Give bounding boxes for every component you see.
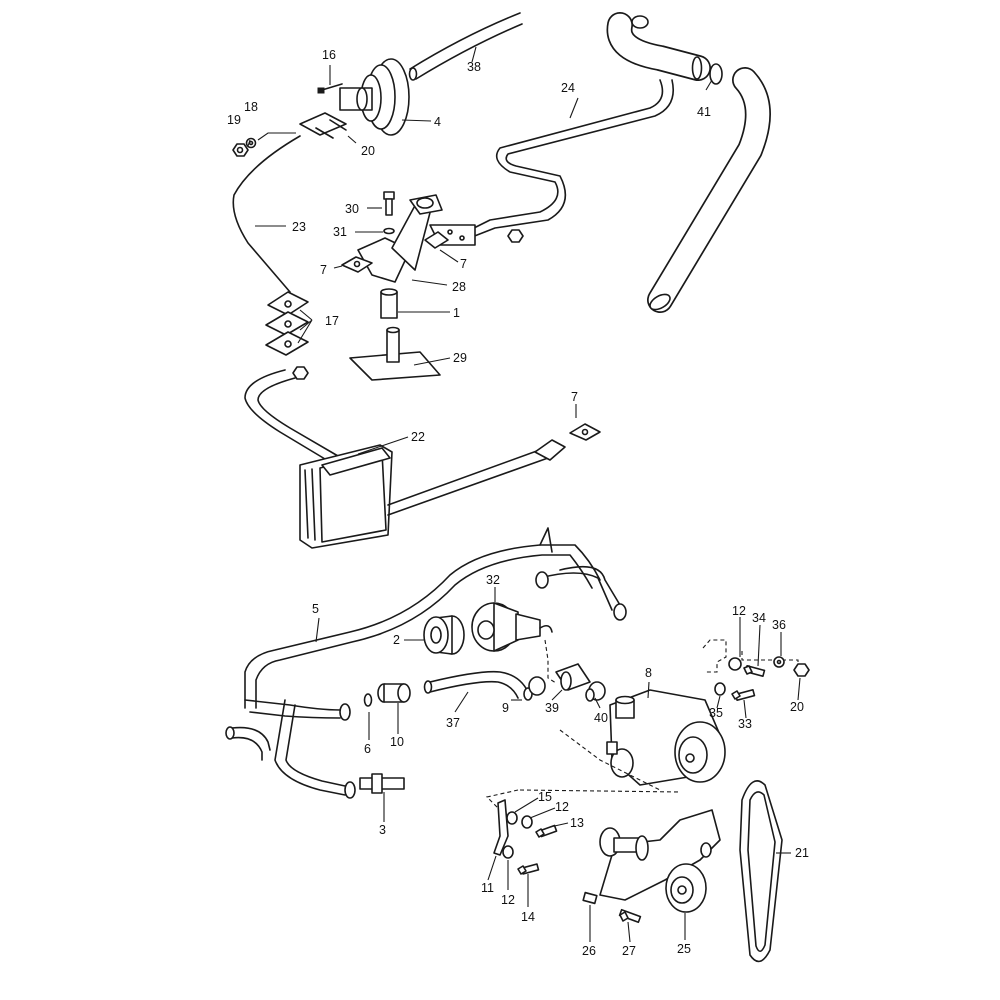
callout-25: 25 [677,942,691,956]
callout-1: 1 [453,306,460,320]
callout-38: 38 [467,60,481,74]
lockwasher-12c [502,845,514,859]
fitting-10 [377,683,411,703]
callout-20-top: 20 [361,144,375,158]
callout-35: 35 [709,706,723,720]
pipe-24 [469,79,674,238]
bolt-14 [517,863,540,875]
callout-33: 33 [738,717,752,731]
bracket-28 [341,194,524,283]
callout-24: 24 [561,81,575,95]
callout-7-left: 7 [320,263,327,277]
callout-6: 6 [364,742,371,756]
callout-21: 21 [795,846,809,860]
callout-22: 22 [411,430,425,444]
callout-10: 10 [390,735,404,749]
callout-7-mid: 7 [460,257,467,271]
v-belt-21 [739,780,783,963]
callout-4: 4 [434,115,441,129]
callout-30: 30 [345,202,359,216]
brake-booster-16 [299,58,410,139]
callout-12-right: 12 [732,604,746,618]
callout-32: 32 [486,573,500,587]
washer-15 [506,811,518,825]
callout-7-right: 7 [571,390,578,404]
nut-19 [232,143,249,157]
callout-14: 14 [521,910,535,924]
callout-37: 37 [446,716,460,730]
callout-12-mid: 12 [555,800,569,814]
callout-2: 2 [393,633,400,647]
pulley-bracket-25 [599,809,721,913]
callout-12-low: 12 [501,893,515,907]
callout-5: 5 [312,602,319,616]
pipe-23 [222,127,301,298]
callout-41: 41 [697,105,711,119]
callout-19: 19 [227,113,241,127]
callout-labels: 16 18 19 4 20 38 24 41 30 31 23 7 7 28 1… [227,48,809,958]
callout-15: 15 [538,790,552,804]
washer-18 [245,137,257,149]
lockwasher-12a [728,657,742,671]
o-ring-6 [363,693,373,707]
callout-40: 40 [594,711,608,725]
callout-27: 27 [622,944,636,958]
lock-washer-31 [383,227,395,235]
callout-31: 31 [333,225,347,239]
pin-26 [582,891,598,905]
bracket-11 [493,799,509,856]
callout-20-right: 20 [790,700,804,714]
callout-17: 17 [325,314,339,328]
nut-20b [793,663,810,677]
hose-39 [555,663,591,691]
bolt-30 [383,191,395,216]
heat-exchanger-22 [299,423,601,549]
callout-29: 29 [453,351,467,365]
sleeve-1 [380,288,398,319]
washer-35 [714,682,726,696]
callout-36: 36 [772,618,786,632]
callout-3: 3 [379,823,386,837]
bolt-33 [731,688,756,702]
pipe-to-heat-exchanger [244,369,339,463]
callout-26: 26 [582,944,596,958]
union-3 [359,773,405,794]
bolt-27 [618,908,642,924]
hose-38 [408,12,523,81]
support-plate-29 [349,326,441,381]
callout-13: 13 [570,816,584,830]
callout-8: 8 [645,666,652,680]
gasket-stack-17 [265,291,309,380]
callout-18: 18 [244,100,258,114]
callout-9: 9 [502,701,509,715]
hose-37 [423,670,529,699]
callout-28: 28 [452,280,466,294]
callout-leaders [247,46,801,943]
bolt-13 [535,824,558,838]
washer-36 [773,656,785,668]
callout-39: 39 [545,701,559,715]
pipe-assembly-5 [225,527,627,799]
callout-34: 34 [752,611,766,625]
pump-8 [606,689,726,786]
callout-16: 16 [322,48,336,62]
hose-41 [606,12,771,313]
callout-23: 23 [292,220,306,234]
pulley-32 [471,602,553,652]
bushing-2 [423,615,465,655]
bolt-34 [743,664,766,678]
callout-11: 11 [481,881,494,895]
clamp-40 [585,681,606,702]
clamp-9 [523,676,546,701]
lockwasher-12b [521,815,533,829]
